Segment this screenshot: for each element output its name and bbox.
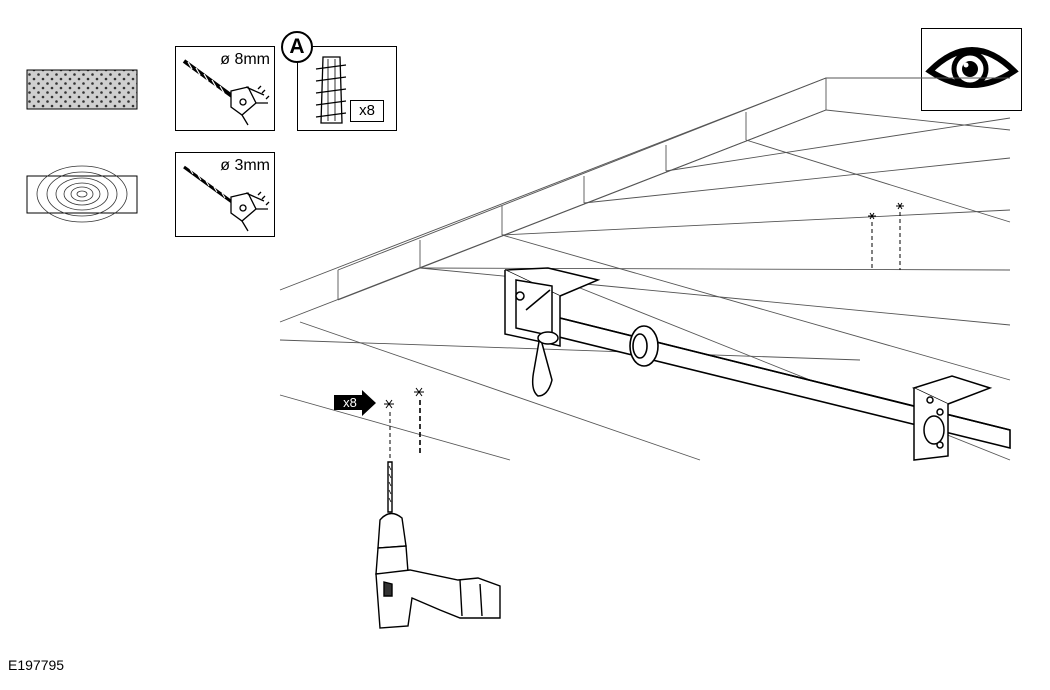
inspect-panel [921,28,1022,111]
anchor-quantity: x8 [359,102,375,119]
drill-callout-quantity: x8 [343,395,357,410]
drill-bit-icon [182,59,270,126]
drill-size-label: ø 3mm [220,157,270,174]
eye-icon [925,47,1019,88]
drill-bit-icon [183,165,270,232]
anchor-pack-letter-badge: A [281,31,313,63]
anchor-pack-panel: x8 [297,46,397,131]
quantity-badge: x8 [350,100,384,122]
anchor-pack-letter: A [289,35,305,58]
drill-size-label: ø 8mm [220,51,270,68]
drill-bit-panel-3mm: ø 3mm [175,152,275,237]
drill-callout: x8 [336,396,364,410]
drill-bit-panel-8mm: ø 8mm [175,46,275,131]
figure-id: E197795 [8,657,65,673]
